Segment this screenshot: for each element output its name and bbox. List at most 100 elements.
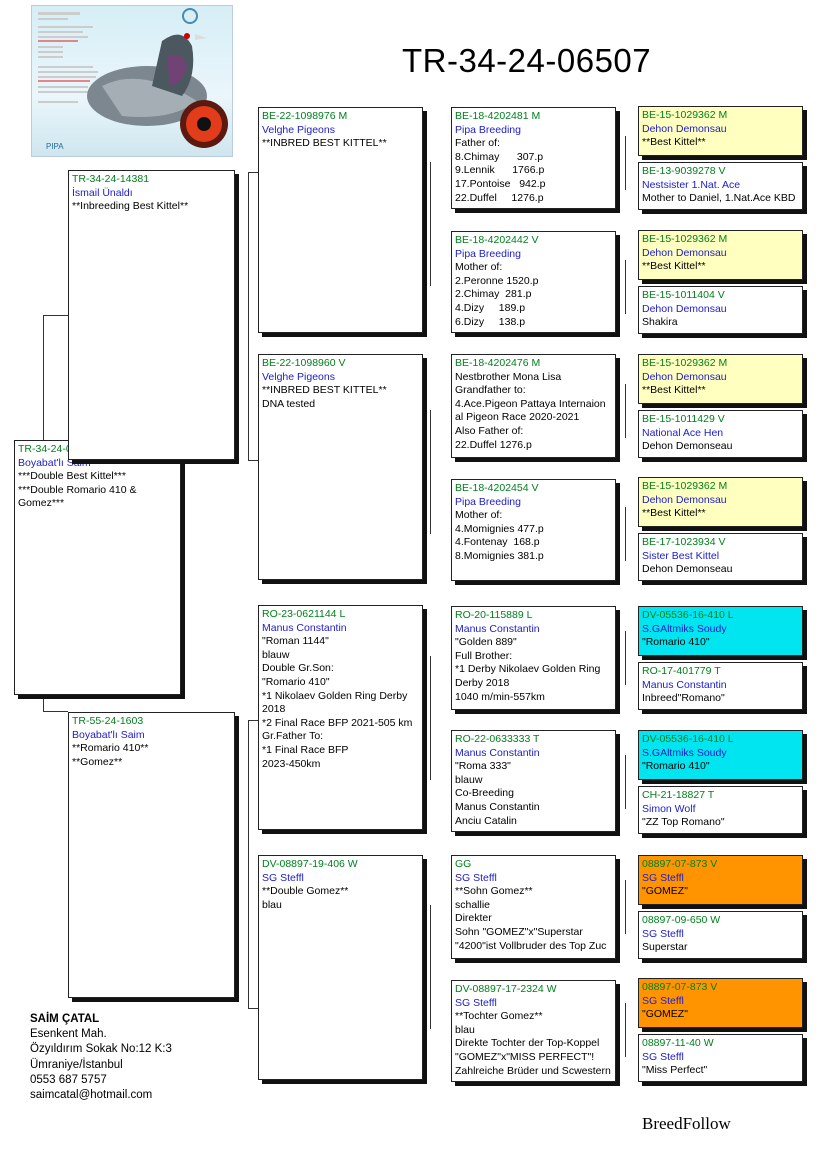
owner-name: National Ace Hen [642,426,724,439]
owner-name: Manus Constantin [455,622,540,635]
ring-number: BE-15-1029362 M [642,480,728,492]
owner-name: Sister Best Kittel [642,549,720,562]
pedigree-note: **Double Gomez** [262,885,349,898]
pedigree-note: **Gomez** [72,755,123,768]
ring-number: BE-15-1029362 M [642,109,728,121]
owner-name: Manus Constantin [455,746,540,759]
pigeon-photo: PIPA [31,5,233,157]
pedigree-note: Inbreed"Romano" [642,692,725,705]
pedigree-note: **Best Kittel** [642,260,706,273]
pedigree-note: blauw [455,773,483,786]
contact-line: Özyıldırım Sokak No:12 K:3 [30,1043,172,1056]
ring-number: 08897-11-40 W [642,1037,714,1049]
pedigree-note: Anciu Catalin [455,814,517,827]
owner-name: S.GAltmiks Soudy [642,746,727,759]
owner-name: Velghe Pigeons [262,370,335,383]
owner-name: Pipa Breeding [455,495,521,508]
owner-name: İsmail Ünaldı [72,186,133,199]
connector [248,1008,258,1009]
pedigree-note: ***Double Best Kittel*** [18,470,126,483]
ring-number: BE-13-9039278 V [642,165,726,177]
pedigree-note: 2.Peronne 1520.p [455,274,539,287]
page-title: TR-34-24-06507 [402,42,652,79]
ring-number: DV-05536-16-410 L [642,733,734,745]
owner-name: S.GAltmiks Soudy [642,622,727,635]
pedigree-note: "ZZ Top Romano" [642,816,725,829]
pedigree-note: **Best Kittel** [642,136,706,149]
connector [430,162,431,286]
pedigree-note: **Best Kittel** [642,384,706,397]
owner-name: Dehon Demonsau [642,122,727,135]
pedigree-note: 4.Dizy 189.p [455,301,526,314]
connector [625,507,626,561]
pedigree-note: Dehon Demonseau [642,440,733,453]
pedigree-note: "Romario 410" [642,636,710,649]
pedigree-note: al Pigeon Race 2020-2021 [455,411,580,424]
pedigree-note: 1040 m/min-557km [455,690,545,703]
owner-name: Dehon Demonsau [642,246,727,259]
pedigree-note: Co-Breeding [455,787,514,800]
contact-line: Esenkent Mah. [30,1028,107,1041]
ring-number: BE-18-4202476 M [455,357,541,369]
ring-number: BE-15-1029362 M [642,357,728,369]
pedigree-note: Manus Constantin [455,800,540,813]
breeder-name: SAİM ÇATAL [30,1013,100,1025]
ring-number: BE-18-4202454 V [455,482,539,494]
footer-brand: BreedFollow [642,1114,731,1133]
pedigree-note: schallie [455,898,491,911]
pedigree-note: 4.Fontenay 168.p [455,536,540,549]
pedigree-note: DNA tested [262,397,316,410]
owner-name: Dehon Demonsau [642,302,727,315]
pedigree-note: **Romario 410** [72,742,149,755]
pedigree-note: **INBRED BEST KITTEL** [262,137,387,150]
connector [625,260,626,314]
connector [625,880,626,934]
ring-number: BE-15-1011404 V [642,289,725,301]
pedigree-note: Also Father of: [455,424,524,437]
connector [625,136,626,190]
pedigree-note: Father of: [455,137,500,150]
ring-number: DV-08897-17-2324 W [455,983,557,995]
pedigree-note: Mother of: [455,261,503,274]
owner-name: Dehon Demonsau [642,370,727,383]
contact-email[interactable]: saimcatal@hotmail.com [30,1089,153,1102]
ring-number: BE-18-4202442 V [455,234,539,246]
contact-phone[interactable]: 0553 687 5757 [30,1073,107,1086]
pedigree-note: *1 Final Race BFP [262,743,349,756]
pedigree-note: *2 Final Race BFP 2021-505 km [262,716,413,729]
pedigree-note: *1 Derby Nikolaev Golden Ring [455,663,601,676]
owner-name: Pipa Breeding [455,247,521,260]
ring-number: BE-17-1023934 V [642,536,726,548]
